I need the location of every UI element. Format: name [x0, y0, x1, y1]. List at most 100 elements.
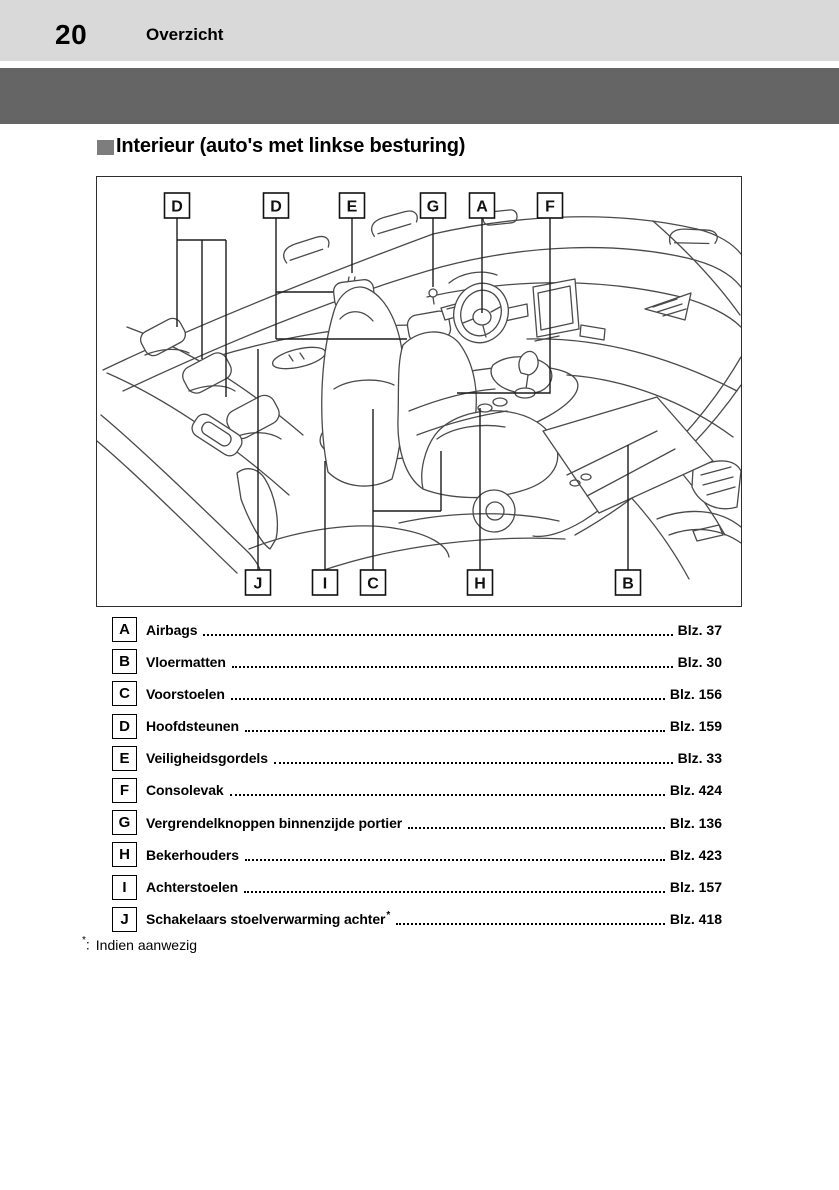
legend-letter-box: G	[112, 810, 137, 836]
footnote-text: Indien aanwezig	[95, 936, 197, 953]
footnote: *: Indien aanwezig	[82, 935, 197, 953]
square-bullet-icon	[97, 139, 114, 155]
cup-holder	[477, 403, 493, 413]
center-console	[408, 350, 553, 436]
legend-letter-box: H	[112, 842, 137, 868]
callout-labels: D D E G A F J I C H B	[163, 192, 642, 596]
callout-label-e: E	[347, 199, 358, 216]
dot-leader	[229, 784, 665, 797]
section-heading: Interieur (auto's met linkse besturing)	[97, 136, 465, 156]
legend-list: A Airbags Blz. 37 B Vloermatten Blz. 30 …	[112, 617, 722, 932]
legend-letter-box: F	[112, 777, 137, 803]
footnote-separator: :	[85, 936, 90, 953]
legend-page-ref: Blz. 157	[669, 879, 722, 895]
callout-label-h: H	[474, 576, 486, 593]
callout-leader-lines	[176, 218, 629, 570]
dot-leader	[244, 881, 665, 893]
callout-label-d1: D	[171, 199, 183, 216]
legend-item-label: Vergrendelknoppen binnenzijde portier	[146, 814, 403, 831]
legend-row-voorstoelen: C Voorstoelen Blz. 156	[112, 681, 722, 707]
page-number: 20	[55, 19, 88, 50]
dot-leader	[244, 720, 665, 733]
legend-row-vloermatten: B Vloermatten Blz. 30	[112, 649, 722, 675]
callout-label-f: F	[545, 199, 555, 216]
legend-letter-box: C	[112, 681, 137, 707]
dot-leader	[408, 817, 665, 829]
dot-leader	[273, 752, 673, 765]
dash-speaker-grille	[644, 292, 692, 321]
legend-row-airbags: A Airbags Blz. 37	[112, 617, 722, 642]
legend-item-label: Schakelaars stoelverwarming achter	[146, 911, 386, 928]
dot-leader	[203, 624, 673, 636]
dot-leader	[396, 913, 665, 926]
callout-label-i: I	[323, 576, 327, 593]
header-band: 20 Overzicht	[0, 0, 839, 61]
legend-row-vergrendelknoppen: G Vergrendelknoppen binnenzijde portier …	[112, 810, 722, 836]
callout-label-b: B	[622, 576, 634, 593]
legend-item-label: Airbags	[146, 621, 198, 638]
legend-letter-box: E	[112, 745, 137, 771]
legend-item-label: Achterstoelen	[146, 879, 239, 895]
legend-row-hoofdsteunen: D Hoofdsteunen Blz. 159	[112, 713, 722, 739]
shift-lever	[518, 350, 539, 376]
door-lock-knob	[428, 288, 438, 298]
interior-diagram: D D E G A F J I C H B	[96, 176, 742, 607]
callout-label-g: G	[427, 199, 439, 216]
dot-leader	[231, 656, 673, 668]
grab-handle	[668, 228, 718, 245]
rearview-mirror	[482, 209, 518, 226]
legend-row-achterstoelen: I Achterstoelen Blz. 157	[112, 874, 722, 900]
legend-letter-box: B	[112, 649, 137, 675]
legend-item-label: Hoofdsteunen	[146, 718, 239, 735]
legend-item-label: Veiligheidsgordels	[146, 750, 268, 767]
legend-item-label: Vloermatten	[146, 653, 226, 670]
callout-label-j: J	[254, 576, 263, 593]
legend-letter-box: J	[112, 906, 137, 932]
legend-item-label: Consolevak	[146, 782, 224, 799]
passenger-seat	[397, 310, 559, 533]
legend-row-bekerhouders: H Bekerhouders Blz. 423	[112, 842, 722, 868]
legend-row-veiligheidsgordels: E Veiligheidsgordels Blz. 33	[112, 745, 722, 771]
legend-page-ref: Blz. 37	[677, 621, 722, 638]
rear-door-panel	[97, 413, 264, 590]
infotainment-display	[532, 278, 580, 338]
chapter-tab-band	[0, 68, 839, 124]
legend-item-label: Bekerhouders	[146, 846, 239, 863]
legend-page-ref: Blz. 136	[669, 814, 722, 831]
callout-label-c: C	[367, 576, 379, 593]
rear-seatbelt	[236, 468, 279, 550]
legend-page-ref: Blz. 33	[677, 750, 722, 767]
legend-letter-box: I	[112, 874, 137, 900]
legend-page-ref: Blz. 423	[669, 846, 722, 863]
footnote-asterisk: *	[82, 935, 86, 946]
callout-label-d2: D	[270, 199, 282, 216]
legend-item-label: Voorstoelen	[146, 685, 225, 702]
legend-page-ref: Blz. 418	[669, 911, 722, 928]
legend-row-consolevak: F Consolevak Blz. 424	[112, 777, 722, 803]
legend-row-stoelverwarming: J Schakelaars stoelverwarming achter * B…	[112, 906, 722, 932]
rear-heater-switch-panel	[271, 346, 327, 370]
grab-handle	[283, 235, 330, 264]
car-interior-drawing	[97, 209, 741, 590]
legend-letter-box: D	[112, 713, 137, 739]
cup-holder	[485, 501, 505, 521]
driver-seat	[321, 276, 405, 487]
dot-leader	[230, 688, 665, 700]
interior-line-art: D D E G A F J I C H B	[97, 192, 741, 596]
legend-page-ref: Blz. 424	[669, 782, 722, 799]
legend-page-ref: Blz. 159	[669, 718, 722, 735]
grab-handle	[370, 210, 418, 238]
footnote-marker: *	[386, 909, 391, 921]
legend-page-ref: Blz. 30	[677, 653, 722, 670]
legend-letter-box: A	[112, 617, 137, 642]
section-heading-text: Interieur (auto's met linkse besturing)	[116, 135, 466, 157]
rear-headrest	[139, 317, 187, 357]
chapter-title: Overzicht	[146, 25, 224, 44]
door-speaker-grille	[691, 460, 741, 510]
dot-leader	[244, 849, 665, 861]
callout-label-a: A	[476, 199, 488, 216]
steering-wheel	[448, 271, 509, 344]
legend-page-ref: Blz. 156	[669, 685, 722, 702]
air-vent	[579, 324, 606, 341]
